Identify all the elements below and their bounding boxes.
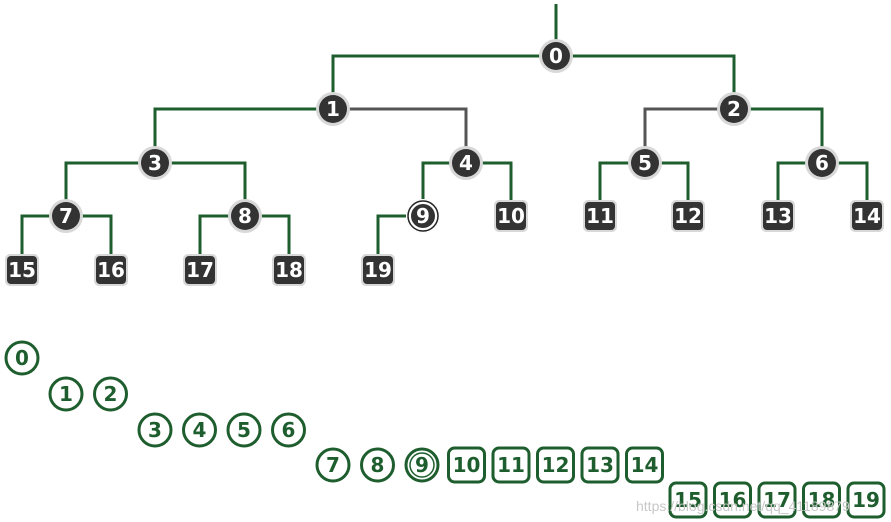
array-cell-16: 16 — [713, 481, 752, 519]
tree-node-5: 5 — [628, 146, 662, 180]
tree-node-3: 3 — [138, 146, 172, 180]
array-cell-12: 12 — [536, 446, 575, 484]
tree-node-label: 1 — [326, 97, 340, 121]
tree-node-16: 16 — [94, 254, 128, 286]
tree-node-1: 1 — [316, 92, 350, 126]
array-cell-label: 4 — [193, 418, 207, 442]
array-cell-8: 8 — [360, 447, 395, 483]
array-cell-1: 1 — [48, 376, 84, 412]
tree-node-11: 11 — [583, 200, 617, 232]
array-cell-2: 2 — [93, 376, 128, 412]
array-cell-label: 19 — [852, 488, 880, 512]
tree-node-label: 19 — [364, 258, 392, 282]
array-cell-label: 18 — [808, 488, 836, 512]
edge-2-6 — [734, 107, 824, 155]
tree-node-label: 9 — [416, 204, 430, 228]
tree-node-label: 11 — [586, 204, 614, 228]
array-cell-label: 10 — [453, 453, 481, 477]
array-cell-label: 3 — [148, 418, 162, 442]
array-cell-11: 11 — [491, 446, 531, 484]
array-cell-label: 1 — [59, 382, 73, 406]
array-cell-label: 15 — [674, 488, 702, 512]
tree-node-label: 2 — [727, 97, 741, 121]
array-cell-7: 7 — [315, 447, 351, 483]
array-cell-label: 5 — [237, 418, 251, 442]
array-cell-17: 17 — [757, 481, 797, 519]
array-cell-label: 14 — [631, 453, 659, 477]
array-cell-18: 18 — [802, 481, 841, 519]
edge-3-8 — [155, 161, 247, 208]
array-cell-9: 9 — [404, 447, 440, 483]
tree-node-15: 15 — [5, 254, 39, 286]
tree-node-label: 18 — [275, 258, 303, 282]
tree-node-7: 7 — [49, 199, 83, 233]
tree-node-label: 16 — [97, 258, 125, 282]
tree-node-label: 13 — [764, 204, 792, 228]
tree-node-label: 6 — [815, 151, 829, 175]
tree-node-12: 12 — [671, 200, 705, 232]
tree-node-label: 7 — [59, 204, 73, 228]
array-cell-14: 14 — [625, 446, 664, 484]
tree-node-label: 12 — [674, 204, 702, 228]
array-cell-15: 15 — [668, 481, 708, 519]
array-cell-3: 3 — [137, 412, 173, 448]
edge-2-5 — [643, 107, 734, 155]
edge-0-1 — [331, 54, 556, 101]
tree-node-label: 17 — [186, 258, 214, 282]
array-cell-19: 19 — [846, 481, 886, 519]
array-cell-5: 5 — [226, 412, 262, 448]
array-cell-label: 11 — [497, 453, 525, 477]
array-cell-label: 13 — [586, 453, 614, 477]
array-cell-10: 10 — [447, 446, 486, 484]
tree-node-17: 17 — [183, 254, 217, 286]
edge-0-2 — [556, 54, 736, 101]
tree-node-10: 10 — [494, 200, 528, 232]
array-cell-label: 9 — [415, 453, 429, 477]
edge-3-7 — [64, 161, 155, 208]
tree-node-0: 0 — [539, 39, 573, 73]
tree-node-18: 18 — [272, 254, 306, 286]
tree-node-6: 6 — [805, 146, 839, 180]
tree-node-label: 5 — [638, 151, 652, 175]
tree-node-4: 4 — [449, 146, 483, 180]
array-cell-label: 12 — [542, 453, 570, 477]
tree-node-label: 0 — [549, 44, 563, 68]
array-cell-label: 8 — [371, 453, 385, 477]
array-cell-13: 13 — [580, 446, 620, 484]
tree-node-9: 9 — [406, 199, 440, 233]
array-cell-label: 17 — [763, 488, 791, 512]
tree-node-label: 15 — [8, 258, 36, 282]
tree-node-19: 19 — [361, 254, 395, 286]
array-cell-0: 0 — [4, 340, 40, 376]
watermark: https://blog.csdn.net/qq_41189879 — [636, 498, 850, 514]
tree-node-13: 13 — [761, 200, 795, 232]
tree-node-2: 2 — [717, 92, 751, 126]
array-cell-6: 6 — [271, 412, 306, 448]
array-cell-label: 7 — [326, 453, 340, 477]
tree-node-label: 4 — [459, 151, 473, 175]
array-cell-label: 6 — [282, 418, 296, 442]
tree-node-label: 10 — [497, 204, 525, 228]
tree-node-14: 14 — [850, 200, 884, 232]
array-cell-label: 0 — [15, 346, 29, 370]
tree-node-8: 8 — [228, 199, 262, 233]
array-cell-4: 4 — [182, 412, 217, 448]
tree-node-label: 14 — [853, 204, 881, 228]
array-cell-label: 2 — [104, 382, 118, 406]
tree-node-label: 8 — [238, 204, 252, 228]
tree-node-label: 3 — [148, 151, 162, 175]
edge-1-4 — [333, 107, 468, 155]
array-cell-label: 16 — [719, 488, 747, 512]
edge-1-3 — [153, 107, 333, 155]
